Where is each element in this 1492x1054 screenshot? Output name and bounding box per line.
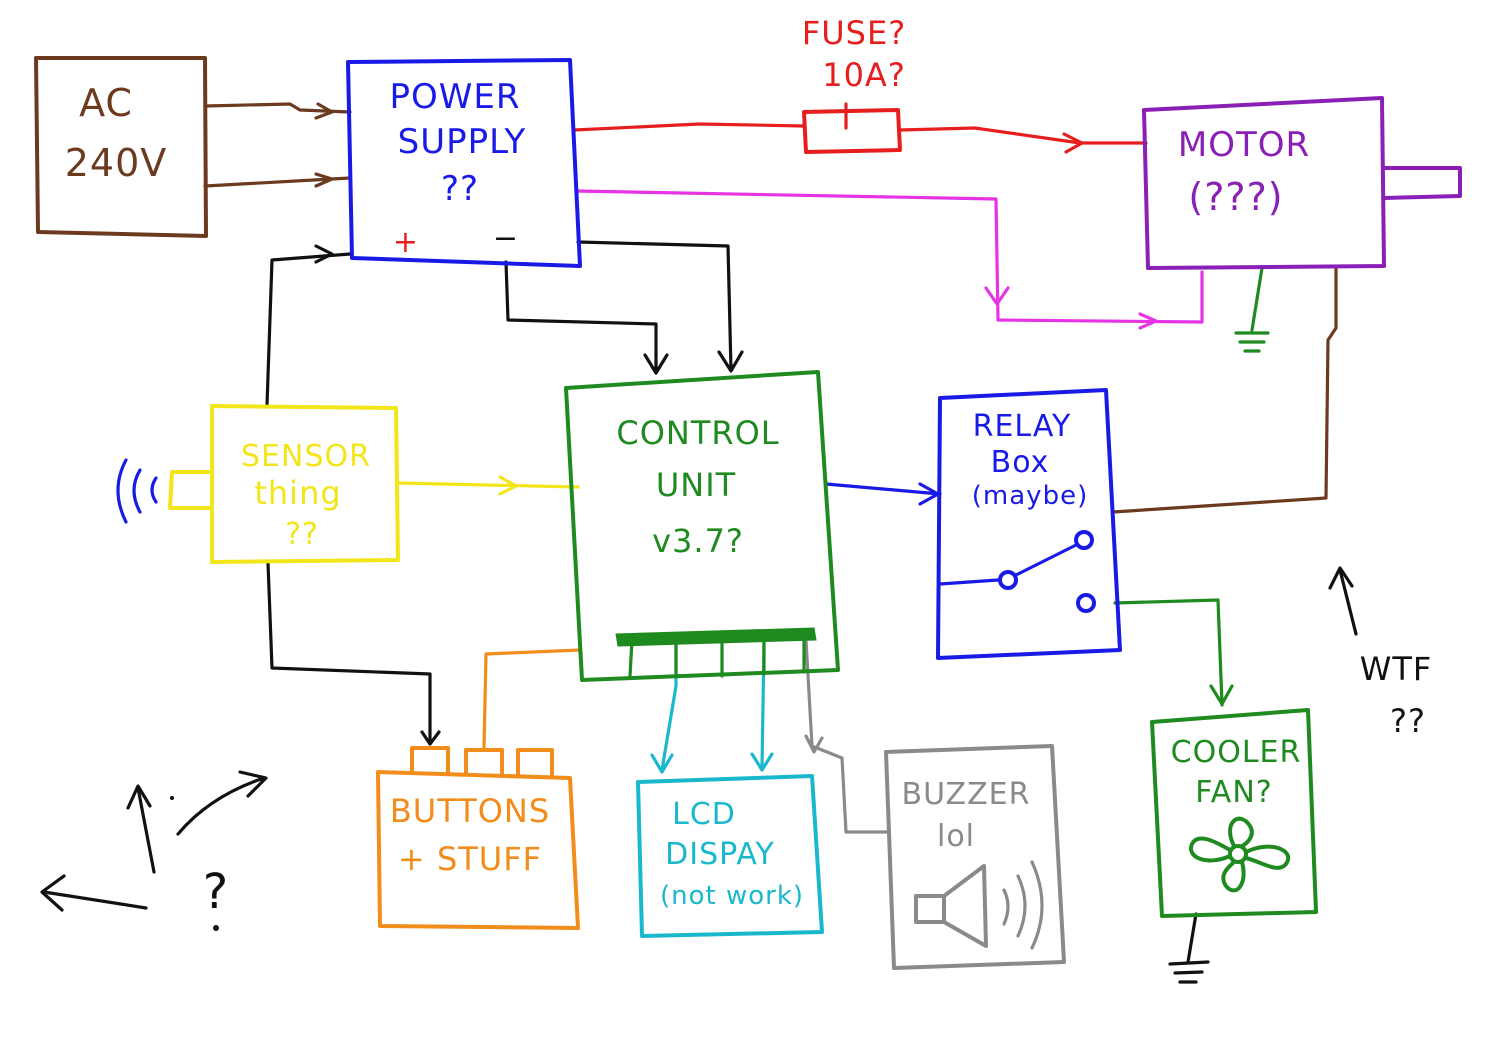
ac-wires: [203, 102, 352, 188]
sensor-label-line2: thing: [254, 474, 341, 512]
control-unit-label-line2: UNIT: [656, 466, 736, 504]
ground-icon: [1168, 912, 1210, 984]
wtf-label: WTF: [1360, 650, 1433, 688]
fuse-block: FUSE? 10A?: [802, 14, 906, 154]
relay-motor-wire: [1111, 266, 1338, 514]
fuse-label-line2: 10A?: [822, 56, 906, 94]
fan-label-line1: COOLER: [1171, 735, 1302, 770]
fuse-wire: [572, 122, 1148, 154]
buzzer-label-line1: BUZZER: [902, 777, 1031, 812]
confusion-arrows: ?: [40, 770, 268, 931]
control-unit-label-line3: v3.7?: [652, 522, 744, 560]
control-unit-label-line1: CONTROL: [616, 414, 779, 452]
speaker-icon: [914, 860, 1044, 950]
ac-label-line2: 240V: [65, 141, 168, 185]
black-wires: [265, 240, 744, 746]
relay-label-line3: (maybe): [972, 481, 1088, 511]
fuse-label-line1: FUSE?: [802, 14, 906, 52]
lcd-label-line1: LCD: [672, 797, 736, 832]
sensor-wire: [396, 475, 580, 496]
sensor-block: SENSOR thing ??: [168, 404, 400, 564]
power-supply-label-line2: SUPPLY: [398, 122, 527, 162]
buzzer-block: BUZZER lol: [884, 744, 1066, 970]
positive-terminal-label: +: [393, 225, 419, 260]
relay-switch-icon: [938, 530, 1096, 613]
relay-block: RELAY Box (maybe): [936, 388, 1122, 660]
fan-block: COOLER FAN?: [1150, 708, 1318, 918]
motor-label-line2: (???): [1188, 175, 1283, 219]
buzzer-wire: [804, 638, 890, 834]
lcd-block: LCD DISPAY (not work): [636, 774, 824, 938]
magenta-wire: [574, 189, 1204, 330]
ac-block: AC 240V: [34, 56, 208, 238]
lcd-wires: [650, 638, 774, 774]
power-supply-label-line1: POWER: [390, 77, 521, 117]
wifi-icon: [116, 458, 158, 524]
lcd-label-line2: DISPAY: [665, 837, 775, 872]
buttons-block: BUTTONS + STUFF: [376, 746, 580, 930]
lcd-label-line3: (not work): [660, 881, 804, 911]
motor-block: MOTOR (???): [1142, 96, 1462, 270]
sensor-label-line1: SENSOR: [241, 439, 371, 474]
motor-label-line1: MOTOR: [1178, 125, 1310, 165]
buzzer-label-line2: lol: [937, 819, 975, 854]
power-supply-block: POWER SUPPLY ?? + −: [346, 58, 582, 268]
control-unit-block: CONTROL UNIT v3.7?: [564, 370, 840, 682]
fan-icon: [1189, 816, 1291, 893]
question-mark-label: ?: [203, 864, 229, 920]
sensor-label-line3: ??: [285, 517, 319, 552]
wtf-annotation: WTF ??: [1328, 566, 1433, 740]
buttons-label-line2: + STUFF: [398, 840, 542, 878]
power-supply-label-line3: ??: [441, 169, 479, 209]
negative-terminal-label: −: [493, 221, 519, 256]
ac-label-line1: AC: [79, 81, 133, 125]
relay-label-line1: RELAY: [973, 409, 1072, 444]
buttons-label-line1: BUTTONS: [390, 792, 550, 830]
ground-icon: [1234, 266, 1270, 353]
buttons-wire: [482, 648, 582, 750]
fan-wire: [1113, 598, 1234, 707]
wtf-question-label: ??: [1390, 702, 1426, 740]
fan-label-line2: FAN?: [1195, 775, 1272, 810]
relay-wire: [824, 482, 942, 506]
relay-label-line2: Box: [991, 445, 1050, 480]
